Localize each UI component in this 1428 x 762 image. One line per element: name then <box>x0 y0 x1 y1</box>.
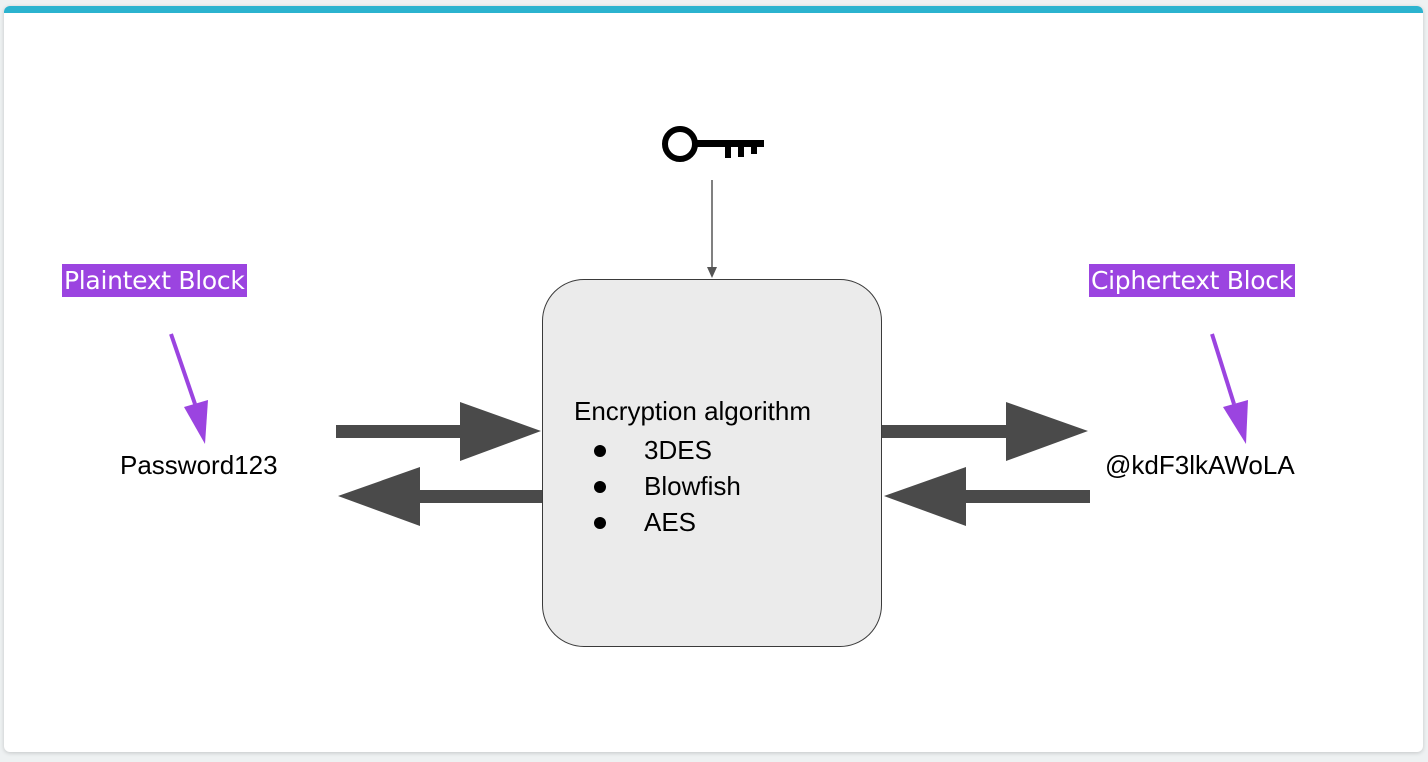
plaintext-pointer-arrow <box>169 333 208 444</box>
ciphertext-pointer-arrow <box>1210 333 1248 444</box>
ciphertext-block-label: Ciphertext Block <box>1089 264 1295 297</box>
encrypt-output-arrow <box>882 402 1088 461</box>
algorithm-title: Encryption algorithm <box>574 396 811 426</box>
bullet-icon <box>594 516 606 529</box>
algorithm-name: Blowfish <box>644 471 741 501</box>
encryption-algorithm-box <box>542 279 882 647</box>
algorithm-list: 3DES Blowfish AES <box>594 432 741 540</box>
plaintext-value: Password123 <box>120 450 278 480</box>
plaintext-block-label: Plaintext Block <box>62 264 247 297</box>
encrypt-input-arrow <box>336 402 541 461</box>
algorithm-item: 3DES <box>594 432 741 468</box>
bullet-icon <box>594 480 606 493</box>
decrypt-output-arrow <box>338 467 542 526</box>
diagram-canvas <box>169 126 1248 526</box>
key-icon <box>662 126 764 162</box>
bullet-icon <box>594 444 606 457</box>
decrypt-input-arrow <box>884 467 1090 526</box>
ciphertext-value: @kdF3lkAWoLA <box>1105 450 1295 480</box>
algorithm-item: AES <box>594 504 741 540</box>
algorithm-name: AES <box>644 507 697 537</box>
diagram-card: Plaintext Block Ciphertext Block Passwor… <box>4 6 1423 752</box>
key-connector-arrow <box>707 180 717 278</box>
top-accent-bar <box>4 6 1423 13</box>
algorithm-name: 3DES <box>644 435 712 465</box>
algorithm-item: Blowfish <box>594 468 741 504</box>
